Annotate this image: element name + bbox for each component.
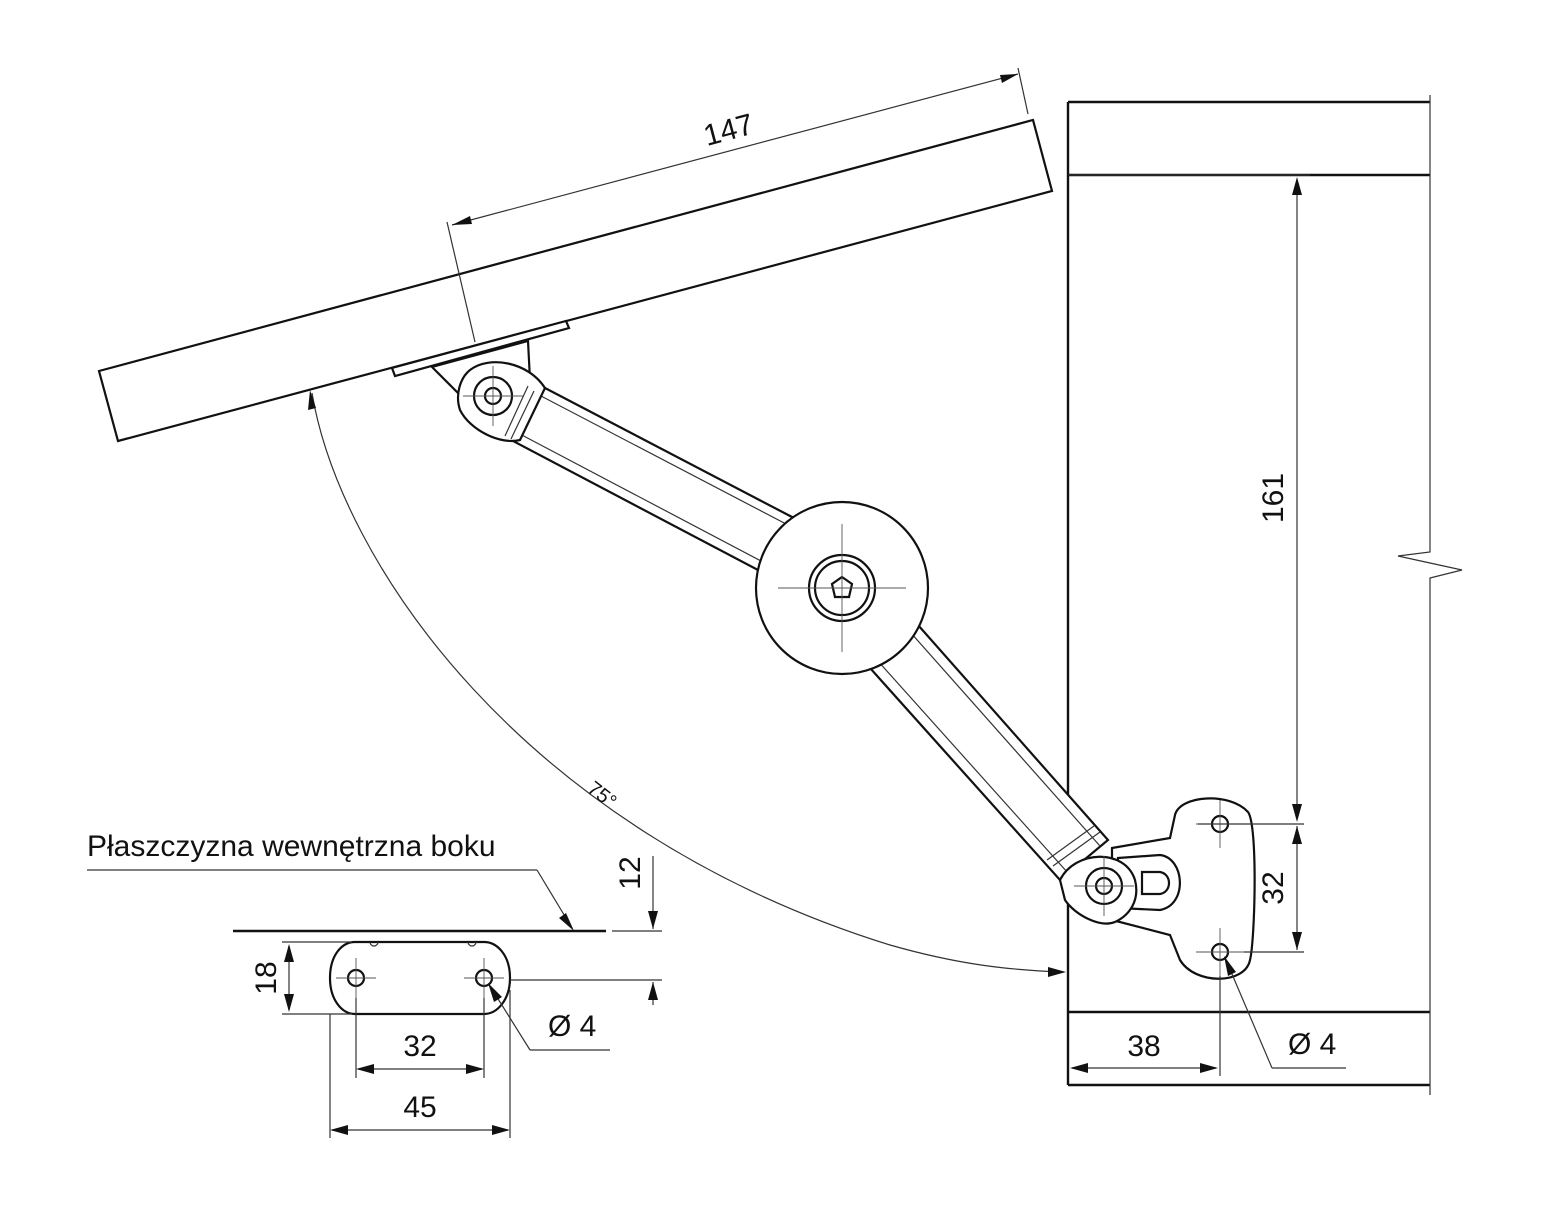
dimension-38: 38: [1070, 976, 1221, 1076]
hole-callout-bracket: Ø 4: [1224, 956, 1346, 1069]
lid-board: [97, 118, 1054, 443]
damper-disc: [754, 500, 930, 676]
dimension-18: 18: [250, 941, 352, 1015]
mounting-plate-detail: [233, 929, 606, 1016]
plate-height-label: 18: [250, 961, 283, 994]
side-plane-callout: Płaszczyzna wewnętrzna boku: [87, 830, 574, 931]
dimension-12: 12: [510, 856, 662, 1005]
bracket-spacing-label: 32: [1257, 871, 1290, 904]
bracket-hole-label: Ø 4: [1288, 1028, 1336, 1061]
dimension-45: 45: [329, 990, 511, 1138]
offset-12-label: 12: [614, 856, 647, 889]
height-161-label: 161: [1257, 473, 1290, 523]
plate-hole-spacing-label: 32: [403, 1030, 436, 1063]
side-plane-label: Płaszczyzna wewnętrzna boku: [87, 830, 496, 863]
angle-label: 75°: [583, 777, 620, 813]
lid-pivot-bracket: [429, 339, 547, 443]
plate-hole-label: Ø 4: [548, 1010, 596, 1043]
break-line: [1397, 95, 1463, 1095]
stay-arm-upper: [511, 386, 794, 581]
lid-mounting-plate: [390, 319, 571, 378]
plate-width-label: 45: [403, 1091, 436, 1124]
dimension-32-plate: 32: [355, 998, 485, 1078]
offset-38-label: 38: [1127, 1030, 1160, 1063]
cabinet-side-panel: [1066, 95, 1463, 1095]
stay-arm-lower: [868, 623, 1110, 882]
dimension-32-bracket: 32: [1244, 826, 1304, 953]
dimension-161: 161: [1068, 174, 1310, 825]
side-mounting-bracket: [1058, 797, 1256, 980]
hole-callout-plate: Ø 4: [488, 983, 610, 1051]
